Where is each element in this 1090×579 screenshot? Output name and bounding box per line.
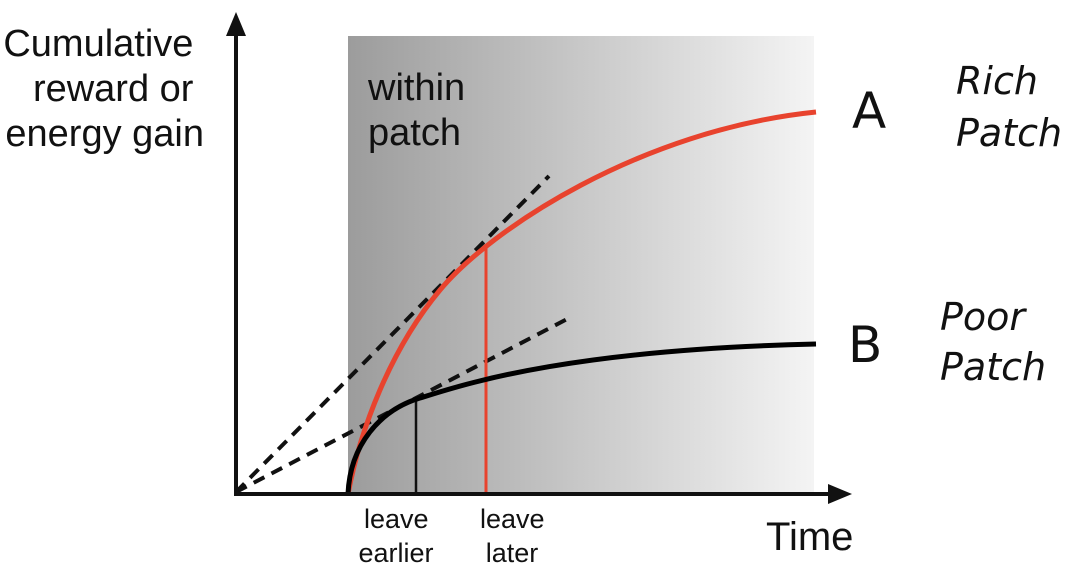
rich-patch-label: Rich Patch bbox=[956, 59, 1062, 155]
poor-patch-curve bbox=[345, 341, 817, 495]
leave-earlier-label-line-1: leave bbox=[364, 504, 429, 534]
leave-earlier-label-line-2: earlier bbox=[358, 538, 433, 568]
within-patch-label-line-1: within bbox=[367, 67, 465, 109]
within-patch-region bbox=[348, 36, 814, 494]
curve-a-letter: A bbox=[852, 82, 886, 140]
rich-patch-label-line-2: Patch bbox=[956, 111, 1062, 155]
tangent-line-rich bbox=[234, 174, 551, 494]
within-patch-label: within patch bbox=[367, 67, 476, 154]
poor-patch-label-line-2: Patch bbox=[940, 345, 1046, 389]
y-axis-label-line-2: reward or bbox=[33, 68, 194, 110]
y-axis-arrow-icon bbox=[226, 12, 246, 36]
poor-patch-label: Poor Patch bbox=[940, 295, 1046, 389]
leave-later-label-line-1: leave bbox=[480, 504, 545, 534]
y-axis-label: Cumulative reward or energy gain bbox=[3, 23, 204, 155]
x-axis-label: Time bbox=[766, 515, 853, 559]
rich-patch-label-line-1: Rich bbox=[956, 59, 1038, 103]
leave-later-label-line-2: later bbox=[486, 538, 539, 568]
poor-patch-label-line-1: Poor bbox=[940, 295, 1027, 339]
y-axis-label-line-1: Cumulative bbox=[3, 23, 193, 65]
curve-b-letter: B bbox=[848, 316, 882, 374]
leave-earlier-label: leave earlier bbox=[358, 504, 436, 568]
y-axis-label-line-3: energy gain bbox=[5, 113, 204, 155]
rich-patch-curve bbox=[345, 109, 817, 495]
x-axis-arrow-icon bbox=[828, 484, 852, 504]
leave-later-label: leave later bbox=[480, 504, 552, 568]
within-patch-label-line-2: patch bbox=[368, 112, 461, 154]
